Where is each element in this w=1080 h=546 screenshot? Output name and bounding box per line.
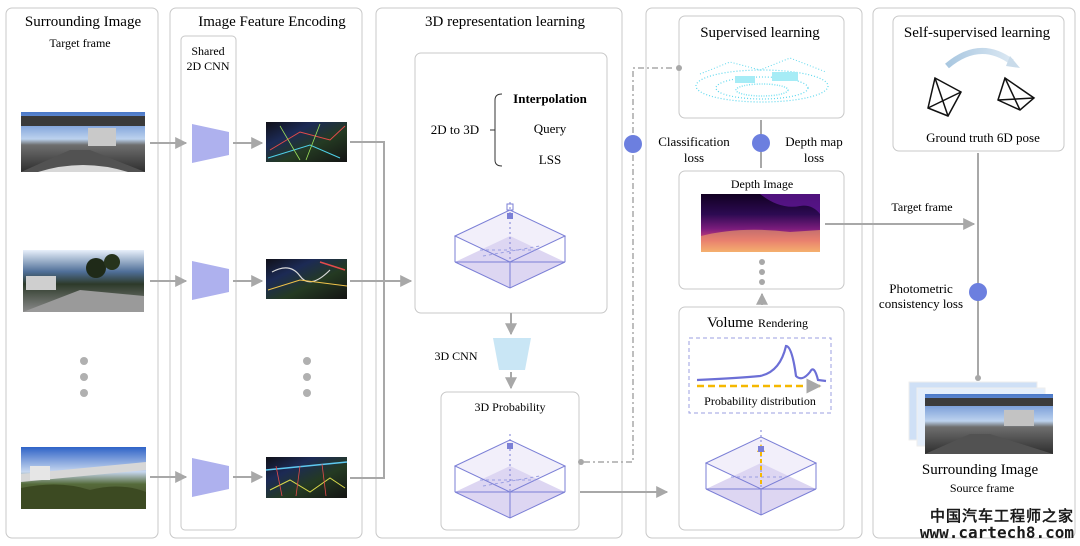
classification-loss-node [624, 135, 642, 153]
camera-pose-left [927, 76, 963, 117]
depth-map-loss-node [752, 134, 770, 152]
encoder-trapezoid-1 [192, 124, 229, 163]
volume-rendering-box [678, 306, 845, 531]
cnn3d-trapezoid [493, 338, 531, 370]
volume-word: Volume [707, 315, 754, 331]
watermark-line2: www.cartech8.com [919, 523, 1074, 543]
shared-label: Shared [191, 44, 224, 58]
photometric-loss-node [969, 283, 987, 301]
panel-supervised [645, 7, 863, 539]
encoding-title: Image Feature Encoding [198, 14, 346, 30]
source-title: Surrounding Image [922, 462, 1039, 478]
panel-surrounding [5, 7, 159, 539]
surrounding-title: Surrounding Image [25, 14, 142, 30]
source-frame-subtitle: Source frame [950, 481, 1014, 495]
target-frame-subtitle: Target frame [49, 36, 110, 50]
classification-path [578, 65, 682, 465]
method-query: Query [534, 121, 567, 136]
panel-encoding [169, 7, 363, 539]
feature-map-2 [266, 259, 348, 299]
pose-arc [945, 47, 1014, 69]
volume-3d-grid [453, 202, 567, 289]
pose-label: Ground truth 6D pose [926, 130, 1040, 145]
probability-label: 3D Probability [475, 400, 546, 414]
method-brace [494, 93, 503, 167]
lift-label: 2D to 3D [431, 122, 479, 137]
ellipsis-dots-depth [759, 259, 765, 285]
depth-map-loss-line2: loss [804, 150, 824, 165]
features-to-3d-connector [350, 141, 413, 479]
watermark-line1: 中国汽车工程师之家 [929, 507, 1074, 526]
cnn3d-label: 3D CNN [434, 349, 477, 363]
depth-image-box [678, 170, 845, 290]
representation-title: 3D representation learning [425, 14, 585, 30]
selfsupervised-title: Self-supervised learning [904, 25, 1051, 41]
probability-distribution-box [688, 337, 832, 414]
depth-map-loss-line1: Depth map [785, 134, 842, 149]
volume-3d-probability [453, 434, 567, 519]
panel-representation [375, 7, 623, 539]
photometric-loss-line2: consistency loss [879, 296, 963, 311]
ellipsis-dots-images [80, 357, 88, 397]
ellipsis-dots-features [303, 357, 311, 397]
probability-distribution-label: Probability distribution [704, 394, 816, 408]
photometric-loss-line1: Photometric [889, 281, 953, 296]
volume-rendering-cube [704, 430, 818, 516]
encoder-trapezoid-3 [192, 458, 229, 497]
depth-image-label: Depth Image [731, 177, 793, 191]
target-frame-label: Target frame [891, 200, 952, 214]
supervised-title: Supervised learning [700, 25, 820, 41]
lidar-point-cloud [695, 57, 829, 103]
cnn2d-label: 2D CNN [186, 59, 229, 73]
method-lss: LSS [539, 152, 561, 167]
photo-camera-1 [21, 112, 145, 172]
encoder-arrows [150, 137, 264, 483]
feature-map-1 [266, 122, 347, 162]
camera-pose-right [997, 76, 1036, 111]
classification-loss-line1: Classification [658, 134, 730, 149]
watermark: 中国汽车工程师之家 www.cartech8.com [920, 509, 1074, 542]
depth-image [701, 194, 820, 252]
rendering-word: Rendering [758, 316, 808, 330]
pose-box [892, 15, 1065, 152]
encoder-trapezoid-2 [192, 261, 229, 300]
photo-camera-2 [23, 250, 144, 312]
panel-selfsupervised [872, 7, 1076, 539]
photo-camera-3 [21, 447, 146, 509]
feature-map-3 [265, 457, 348, 498]
method-interpolation: Interpolation [513, 91, 587, 106]
classification-loss-line2: loss [684, 150, 704, 165]
source-frame-photos [908, 381, 1053, 454]
distribution-curve [696, 344, 827, 383]
